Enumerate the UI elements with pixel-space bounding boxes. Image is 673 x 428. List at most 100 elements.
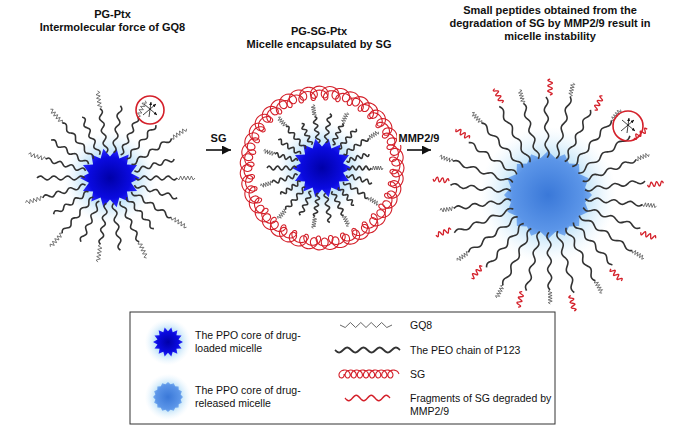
legend-text: The PEO chain of P123	[410, 344, 552, 357]
peo-chain	[333, 123, 344, 144]
peo-chain	[134, 185, 177, 199]
highlight-circle	[136, 96, 164, 124]
micelle-caption: Micelle encapsulated by SG	[232, 38, 406, 51]
sg-fragment	[493, 89, 503, 103]
peo-chain	[278, 139, 300, 154]
micelle-panel: PG-PtxIntermolecular force of GQ8	[20, 8, 205, 258]
legend-text: SG	[410, 368, 552, 381]
peo-chain	[544, 97, 549, 158]
peo-chain	[127, 125, 156, 159]
gq8-peptide	[371, 166, 383, 170]
peo-chain	[486, 224, 523, 268]
peo-chain	[113, 106, 122, 153]
gq8-peptide	[50, 109, 62, 123]
sg-fragment	[569, 295, 576, 311]
peo-chain	[267, 166, 297, 170]
peo-chain	[286, 187, 306, 209]
micelle-heading: Small peptides obtained from the degrada…	[432, 4, 668, 43]
sg-fragment	[641, 232, 656, 239]
ppo-core	[504, 151, 592, 239]
peo-chain	[346, 154, 369, 162]
gq8-peptide	[636, 153, 649, 160]
peo-chain	[343, 138, 368, 155]
peo-chain	[557, 231, 574, 292]
peo-chain	[547, 232, 552, 290]
gq8-peptide	[50, 233, 62, 247]
micelle-caption: Intermolecular force of GQ8	[20, 21, 205, 34]
micelle	[261, 105, 383, 229]
peo-chain	[131, 192, 171, 218]
gq8-peptide	[278, 117, 287, 126]
sg-fragment	[471, 266, 482, 279]
peo-chain	[579, 216, 632, 251]
peo-chain	[62, 197, 93, 233]
force-arrows	[621, 118, 635, 133]
micelle-panel: PG-SG-PtxMicelle encapsulated by SG	[232, 25, 406, 260]
peo-chain	[281, 181, 301, 195]
peo-chain	[37, 176, 85, 180]
sg-fragment	[548, 79, 553, 95]
legend-samples	[145, 319, 400, 421]
arrow-label: SG	[209, 132, 229, 145]
peo-chain	[82, 117, 100, 155]
core-halo	[145, 319, 192, 366]
peo-chain	[272, 174, 297, 183]
peo-chain	[453, 161, 513, 183]
peo-chain	[346, 175, 371, 184]
micelle-panel: Small peptides obtained from the degrada…	[432, 4, 668, 304]
gq8-peptide	[96, 91, 102, 109]
peo-chain	[136, 176, 178, 180]
fragment-sample	[345, 395, 390, 400]
gq8-peptide	[519, 90, 525, 104]
legend-box	[130, 312, 555, 424]
peo-chain	[99, 109, 107, 153]
force-arrows	[143, 102, 157, 117]
gq8-peptide	[472, 112, 482, 123]
gq8-peptide	[311, 105, 316, 117]
reaction-arrow	[407, 149, 431, 151]
peo-chain	[523, 103, 539, 159]
gq8-peptide	[342, 113, 349, 124]
sg-fragment	[456, 129, 470, 138]
sg-fragment	[517, 292, 523, 307]
peo-chain	[43, 184, 86, 198]
gq8-peptide	[440, 155, 453, 162]
peo-chain	[120, 201, 139, 241]
sg-shell	[244, 90, 400, 246]
peo-chain	[469, 143, 517, 175]
legend-text: The PPO core of drug-released micelle	[195, 384, 315, 410]
gq8-peptide	[457, 252, 468, 261]
peo-chain	[585, 181, 645, 191]
peo-chain	[314, 117, 320, 143]
peo-chain	[348, 166, 372, 170]
sg-shell	[240, 86, 404, 250]
peo-chain	[585, 198, 642, 206]
gq8-peptide	[28, 153, 45, 160]
sg-fragment	[610, 269, 622, 281]
peo-chain	[565, 110, 591, 162]
gq8-peptide	[632, 251, 644, 260]
micelle	[26, 91, 195, 262]
gq8-peptide	[261, 181, 273, 187]
micelle-heading: PG-Ptx	[20, 8, 205, 21]
gq8-peptide	[171, 129, 186, 139]
gq8-peptide	[177, 176, 195, 180]
peo-sample	[335, 348, 400, 353]
sg-fragment	[433, 177, 449, 183]
gq8-peptide	[368, 131, 378, 139]
peo-chain	[450, 184, 510, 192]
gq8-peptide	[643, 203, 657, 208]
peo-chain	[578, 136, 630, 173]
legend-text: GQ8	[410, 319, 552, 332]
gq8-peptide	[26, 196, 43, 203]
gq8-peptide	[171, 217, 186, 227]
gq8-peptide	[138, 242, 147, 258]
sg-fragment	[436, 228, 451, 237]
peo-chain	[302, 123, 313, 144]
peo-chain	[324, 193, 331, 222]
arrow-label: MMP2/9	[397, 132, 442, 145]
peo-chain	[454, 209, 513, 233]
peo-chain	[313, 193, 319, 216]
ppo-core	[153, 382, 183, 412]
